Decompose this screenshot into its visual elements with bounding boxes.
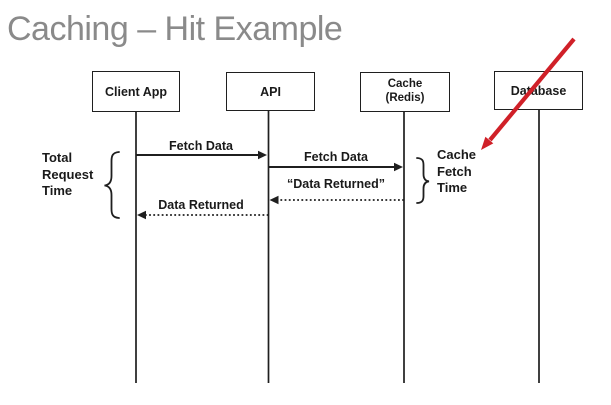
message-label-data-returned-quoted: “Data Returned” xyxy=(287,177,385,191)
actor-label-database: Database xyxy=(510,83,567,98)
annotation-total-request-time: Total Request Time xyxy=(42,150,93,200)
actor-box-database: Database xyxy=(494,71,583,110)
arrowhead-fetch-data-2 xyxy=(394,162,403,172)
slide-title: Caching – Hit Example xyxy=(7,10,343,48)
arrowhead-fetch-data-1 xyxy=(258,150,267,160)
annotation-line: Fetch xyxy=(437,163,472,179)
annotation-cache-fetch-time: Cache Fetch Time xyxy=(437,147,476,197)
actor-label-client-app: Client App xyxy=(104,84,168,99)
arrowhead-data-returned-client xyxy=(137,210,146,220)
annotation-line: Time xyxy=(437,180,468,195)
message-label-data-returned: Data Returned xyxy=(158,198,244,212)
arrowhead-data-returned-cache xyxy=(269,195,279,205)
actor-label-api: API xyxy=(260,84,281,99)
message-label-fetch-data-1: Fetch Data xyxy=(169,139,233,153)
right-brace xyxy=(416,157,430,204)
message-label-fetch-data-2: Fetch Data xyxy=(304,150,368,164)
red-annotation-arrow xyxy=(488,37,576,142)
annotation-line: Cache xyxy=(437,147,477,162)
actor-label-cache-redis: (Redis) xyxy=(385,92,425,104)
annotation-line: Time xyxy=(42,183,73,198)
left-brace xyxy=(104,151,120,219)
actor-label-cache: Cache xyxy=(387,78,423,91)
annotation-line: Request xyxy=(42,166,94,182)
red-annotation-arrowhead xyxy=(481,136,494,150)
annotation-line: Total xyxy=(42,150,73,165)
actor-box-cache-redis: Cache (Redis) xyxy=(360,72,450,112)
actor-box-api: API xyxy=(226,72,315,111)
actor-box-client-app: Client App xyxy=(92,71,180,112)
